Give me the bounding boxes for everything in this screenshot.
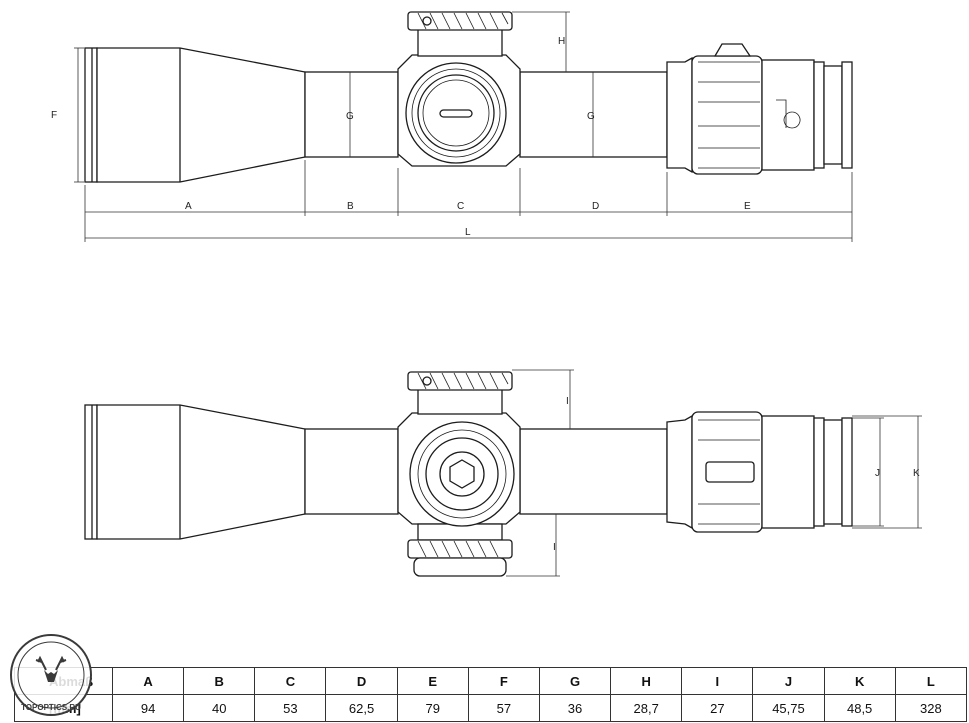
dim-label-g-front: G [346, 111, 354, 122]
dim-label-d: D [592, 201, 599, 212]
value-k: 48,5 [823, 694, 896, 722]
table-header-row: Abmaß A B C D E F G H I J K L [14, 667, 968, 695]
col-header-c: C [254, 667, 327, 695]
dim-label-h: H [558, 36, 565, 47]
scope-top-view: F G G H A B C D E L [51, 11, 853, 242]
dim-label-i-lower: I [553, 542, 556, 553]
value-i: 27 [681, 694, 754, 722]
dimensions-bottom [506, 369, 922, 577]
elevation-turret-bottom-view [407, 371, 513, 415]
col-header-g: G [538, 667, 612, 695]
deer-head-icon [35, 655, 67, 682]
col-header-d: D [325, 667, 398, 695]
eyepiece-top [666, 43, 853, 175]
dimensions-top [74, 11, 853, 242]
main-tube-front-top [304, 71, 399, 158]
value-e: 79 [396, 694, 469, 722]
eyepiece-bottom [666, 411, 853, 533]
value-b: 40 [183, 694, 256, 722]
value-a: 94 [111, 694, 185, 722]
col-header-f: F [467, 667, 540, 695]
main-tube-rear-bottom [519, 428, 668, 515]
windage-turret-top [405, 62, 507, 164]
col-header-k: K [823, 667, 896, 695]
col-header-e: E [396, 667, 469, 695]
dim-label-c: C [457, 201, 464, 212]
dim-label-e: E [744, 201, 751, 212]
dim-label-j: J [875, 468, 880, 479]
side-turret-hex [409, 421, 515, 527]
dim-label-i-upper: I [566, 396, 569, 407]
value-f: 57 [467, 694, 540, 722]
main-tube-front-bottom [304, 428, 399, 515]
objective-bell-bottom [84, 404, 306, 540]
lower-turret-bottom-view [407, 523, 513, 577]
dim-label-a: A [185, 201, 192, 212]
scope-technical-drawing: F G G H A B C D E L [51, 11, 922, 577]
dimensions-table: Abmaß A B C D E F G H I J K L [mm] 94 40… [14, 667, 968, 722]
dim-label-b: B [347, 201, 354, 212]
value-l: 328 [894, 694, 968, 722]
value-h: 28,7 [610, 694, 683, 722]
col-header-j: J [752, 667, 825, 695]
elevation-turret-top [407, 11, 513, 57]
table-values-row: [mm] 94 40 53 62,5 79 57 36 28,7 27 45,7… [14, 694, 968, 722]
main-tube-rear-top [519, 71, 668, 158]
dim-label-l: L [465, 227, 471, 238]
col-header-l: L [894, 667, 968, 695]
col-header-b: B [183, 667, 256, 695]
dim-label-f: F [51, 110, 57, 121]
watermark-text: TOPOPTICS.RU [21, 703, 81, 712]
value-d: 62,5 [325, 694, 398, 722]
dim-label-k: K [913, 468, 920, 479]
col-header-i: I [681, 667, 754, 695]
col-header-h: H [610, 667, 683, 695]
dim-label-g-rear: G [587, 111, 595, 122]
objective-bell-top [84, 47, 306, 183]
watermark-stamp: TOPOPTICS.RU [10, 634, 92, 716]
col-header-a: A [111, 667, 185, 695]
value-g: 36 [538, 694, 612, 722]
value-c: 53 [254, 694, 327, 722]
value-j: 45,75 [752, 694, 825, 722]
scope-bottom-view: I I J K [84, 369, 922, 577]
